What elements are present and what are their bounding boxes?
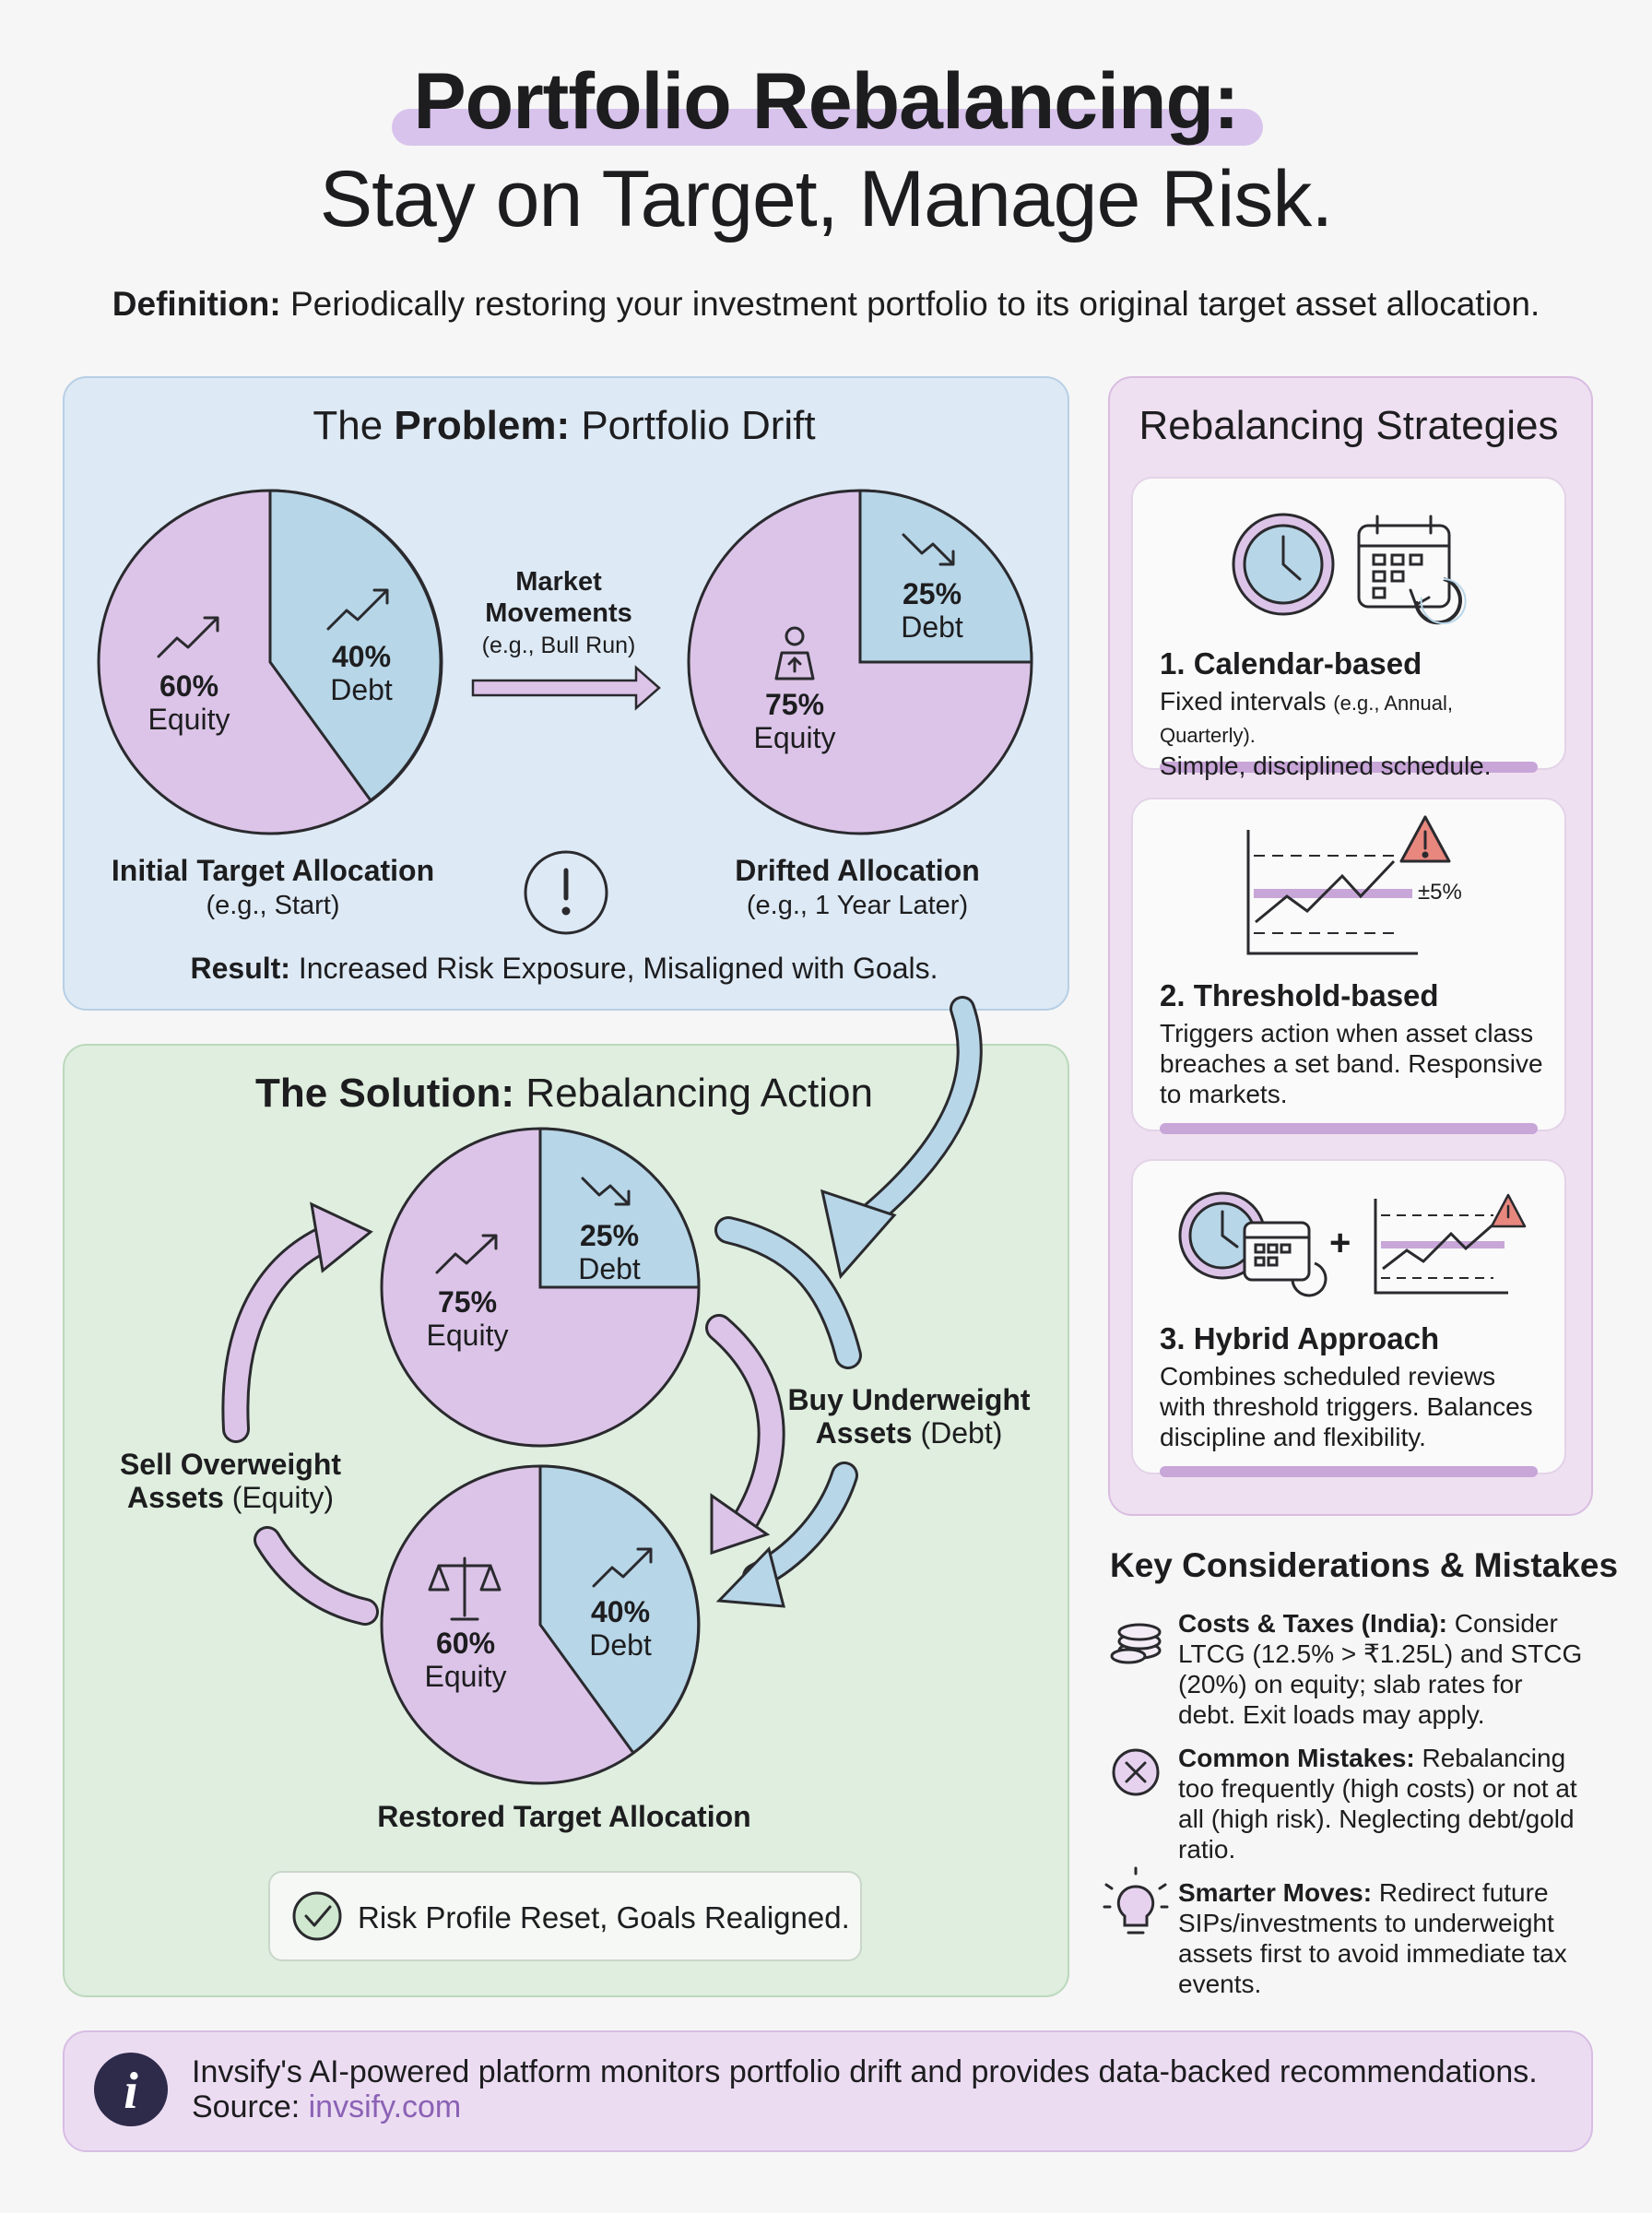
band-label: ±5%	[1418, 880, 1462, 905]
consideration-smarter-moves: Smarter Moves: Redirect future SIPs/inve…	[1178, 1878, 1567, 1998]
considerations-title: Key Considerations & Mistakes	[1110, 1546, 1619, 1584]
top-equity-label: 75%Equity	[426, 1285, 509, 1352]
alert-triangle-icon	[1399, 815, 1451, 863]
problem-title: The Problem: Portfolio Drift	[313, 403, 816, 448]
svg-text:i: i	[124, 2063, 138, 2120]
strategy-title-threshold: 2. Threshold-based	[1160, 978, 1439, 1012]
initial-allocation-pie	[97, 489, 443, 835]
initial-allocation-caption: Initial Target Allocation(e.g., Start)	[111, 854, 435, 920]
restored-allocation-caption: Restored Target Allocation	[377, 1800, 751, 1833]
result-badge	[268, 1871, 862, 1961]
trend-up-icon	[435, 1234, 498, 1274]
strategy-text-threshold: Triggers action when asset class breache…	[1160, 1019, 1543, 1108]
title-highlight	[392, 109, 1263, 146]
flow-arrow-head	[820, 1189, 897, 1280]
flow-arrow	[847, 999, 980, 1237]
initial-debt-label: 40%Debt	[330, 640, 393, 706]
footer-panel	[63, 2030, 1593, 2152]
source-link[interactable]: invsify.com	[308, 2089, 462, 2124]
trend-down-icon	[581, 1177, 631, 1206]
clock-icon	[1232, 513, 1335, 616]
problem-result: Result: Increased Risk Exposure, Misalig…	[190, 952, 938, 985]
definition: Definition: Periodically restoring your …	[112, 285, 1540, 323]
result-badge-text: Risk Profile Reset, Goals Realigned.	[358, 1900, 850, 1935]
trend-down-icon	[902, 533, 955, 566]
consideration-costs: Costs & Taxes (India): Consider LTCG (12…	[1178, 1609, 1583, 1729]
trend-up-icon	[326, 588, 389, 631]
bottom-debt-label: 40%Debt	[589, 1595, 652, 1662]
rebalance-top-pie	[380, 1127, 701, 1448]
calendar-icon	[1243, 1221, 1328, 1297]
sell-cycle-arrows	[221, 1201, 379, 1626]
drift-debt-slice	[858, 489, 1033, 664]
strategy-text-calendar: Fixed intervals (e.g., Annual, Quarterly…	[1160, 687, 1492, 780]
strategy-title-hybrid: 3. Hybrid Approach	[1160, 1321, 1440, 1355]
restored-allocation-pie	[380, 1464, 701, 1785]
info-icon: i	[94, 2053, 168, 2126]
lightbulb-icon	[1103, 1866, 1169, 1935]
trend-up-icon	[592, 1547, 653, 1588]
calendar-icon	[1357, 515, 1462, 625]
close-circle-icon	[1112, 1748, 1160, 1796]
strategies-title: Rebalancing Strategies	[1139, 403, 1559, 448]
threshold-chart-icon	[1374, 1199, 1508, 1295]
bottom-equity-label: 60%Equity	[424, 1627, 507, 1693]
drift-equity-label: 75%Equity	[753, 688, 836, 754]
warning-icon	[524, 850, 608, 935]
plus-sign: +	[1329, 1223, 1351, 1263]
strategy-title-calendar: 1. Calendar-based	[1160, 646, 1422, 680]
page-title: Portfolio Rebalancing:	[413, 57, 1239, 146]
balance-scale-icon	[428, 1556, 502, 1621]
threshold-chart-icon	[1246, 830, 1418, 955]
footer-text: Invsify's AI-powered platform monitors p…	[192, 2054, 1538, 2124]
check-circle-icon	[292, 1891, 342, 1941]
drift-debt-label: 25%Debt	[901, 577, 963, 644]
initial-debt-slice	[268, 489, 442, 803]
market-arrow-icon	[471, 665, 661, 711]
solution-title: The Solution: Rebalancing Action	[255, 1071, 873, 1116]
initial-equity-label: 60%Equity	[148, 669, 230, 736]
drifted-allocation-caption: Drifted Allocation(e.g., 1 Year Later)	[735, 854, 980, 920]
page-subtitle: Stay on Target, Manage Risk.	[319, 155, 1334, 243]
consideration-mistakes: Common Mistakes: Rebalancing too frequen…	[1178, 1744, 1577, 1864]
drifted-allocation-pie	[687, 489, 1033, 835]
investor-up-icon	[774, 626, 815, 680]
top-debt-label: 25%Debt	[578, 1219, 641, 1285]
strategy-text-hybrid: Combines scheduled reviews with threshol…	[1160, 1362, 1533, 1451]
alert-triangle-icon	[1490, 1193, 1527, 1228]
trend-up-icon	[157, 616, 219, 658]
buy-cycle-arrows	[705, 1216, 862, 1608]
coins-icon	[1110, 1623, 1162, 1664]
